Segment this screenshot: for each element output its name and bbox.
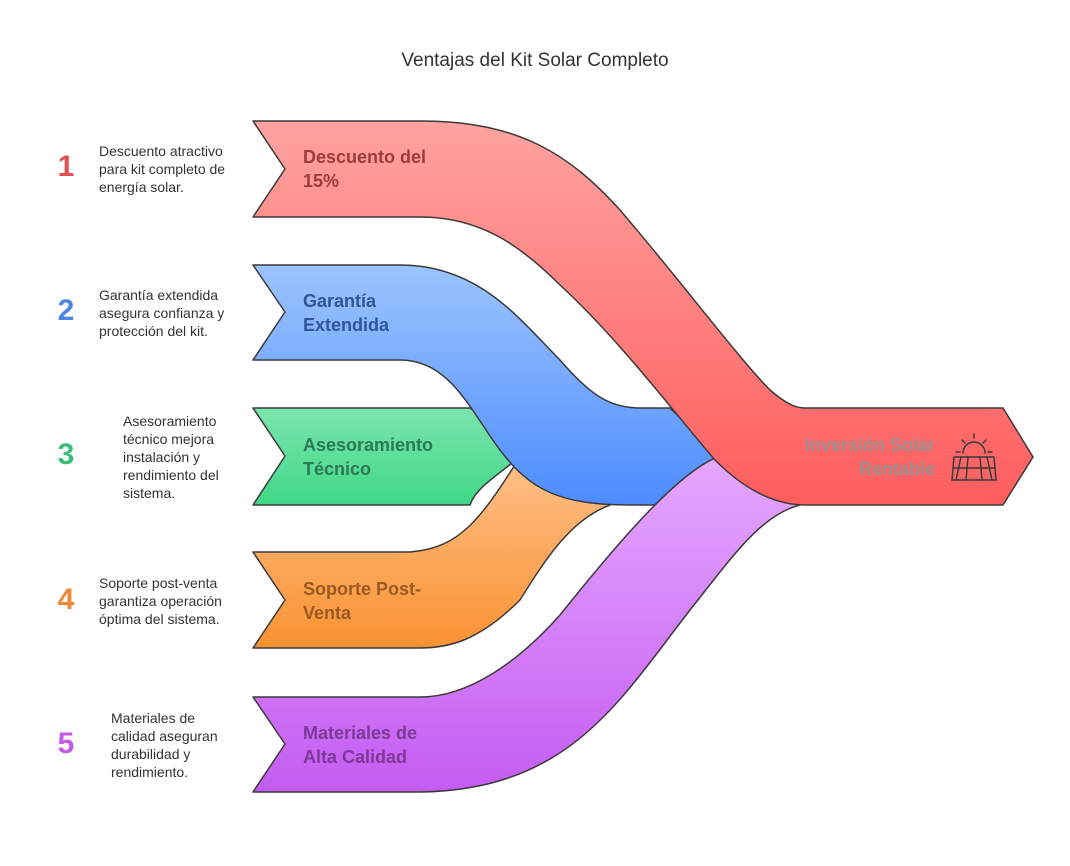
band-label-4: Soporte Post- — [303, 579, 421, 599]
band-label-1b: 15% — [303, 171, 339, 191]
band-descuento — [252, 120, 1034, 506]
diagram-title: Ventajas del Kit Solar Completo — [401, 50, 669, 71]
target-label-line2: Rentable — [859, 459, 935, 479]
step-number-1: 1 — [57, 150, 75, 183]
band-label-5: Materiales de — [303, 723, 417, 743]
band-label-2: Garantía — [303, 291, 377, 311]
sun-over-field-icon — [951, 433, 997, 481]
band-label-1: Descuento del — [303, 147, 426, 167]
band-label-3b: Técnico — [303, 459, 371, 479]
target-label-line1: Inversión Solar — [805, 435, 935, 455]
band-label-3: Asesoramiento — [303, 435, 433, 455]
step-number-2: 2 — [57, 294, 75, 327]
step-number-4: 4 — [57, 583, 75, 616]
step-number-5: 5 — [57, 727, 75, 760]
band-asesoramiento — [252, 407, 521, 506]
band-materiales — [252, 455, 801, 793]
band-label-2b: Extendida — [303, 315, 390, 335]
band-label-4b: Venta — [303, 603, 352, 623]
band-label-5b: Alta Calidad — [303, 747, 407, 767]
step-number-3: 3 — [57, 438, 75, 471]
